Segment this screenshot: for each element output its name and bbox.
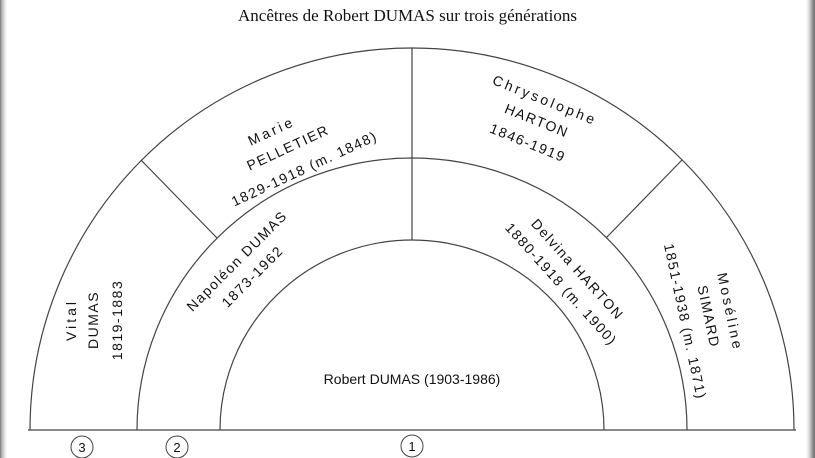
generation-marker-1-label: 1 <box>408 439 415 454</box>
person-napoleon-dumas: Napoléon DUMAS 1873-1962 <box>183 207 290 314</box>
arc-generation-1 <box>219 239 605 431</box>
generation-marker-2-label: 2 <box>173 440 180 455</box>
divider-right <box>605 159 683 239</box>
frame-left-edge <box>0 0 7 458</box>
generation-marker-2: 2 <box>165 435 189 458</box>
generation-marker-1: 1 <box>400 434 424 458</box>
root-person-label: Robert DUMAS (1903-1986) <box>324 371 501 387</box>
person-last-name: DUMAS <box>85 291 101 349</box>
frame-right-edge <box>806 0 815 458</box>
person-moseline-simard: Moséline SIMARD 1851-1938 (m. 1871) <box>661 242 747 401</box>
chart-title: Ancêtres de Robert DUMAS sur trois génér… <box>238 6 577 25</box>
person-marie-pelletier: Marie PELLETIER 1829-1918 (m. 1848) <box>229 113 380 209</box>
person-vital-dumas: Vital DUMAS 1819-1883 <box>63 280 125 360</box>
generation-marker-3: 3 <box>70 435 94 458</box>
divider-left <box>140 159 218 239</box>
person-chrysolophe-harton: Chrysolophe HARTON 1846-1919 <box>488 72 600 165</box>
generation-marker-3-label: 3 <box>78 440 85 455</box>
person-first-name: Vital <box>63 299 79 341</box>
person-dates: 1819-1883 <box>109 280 125 360</box>
